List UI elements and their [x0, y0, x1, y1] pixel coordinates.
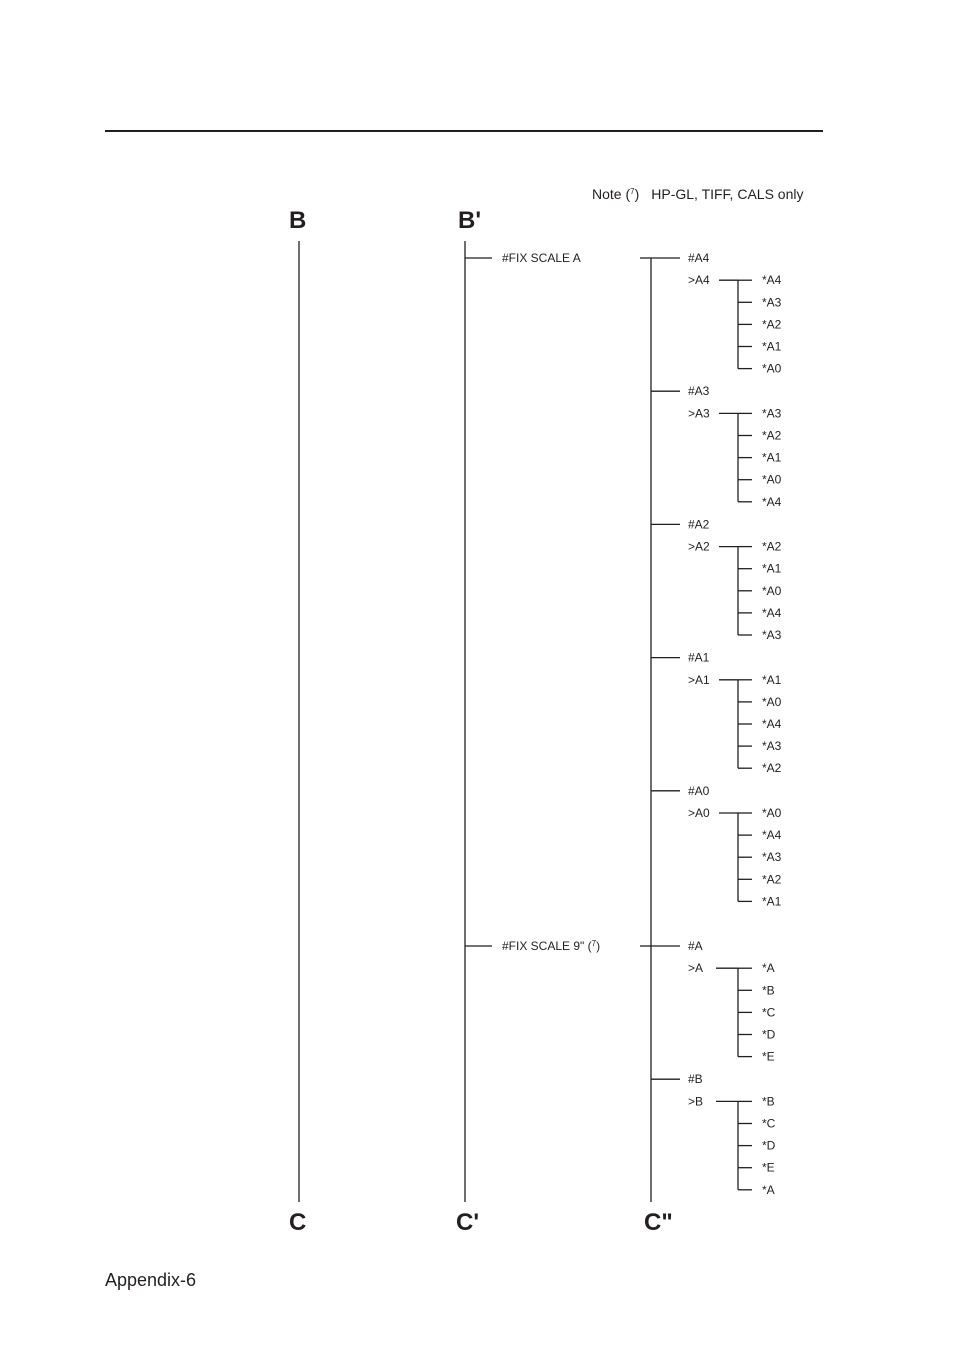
- option-item: *E: [762, 1161, 775, 1175]
- option-item: *A4: [762, 828, 782, 842]
- option-item: *A0: [762, 473, 782, 487]
- note-number: 7: [630, 187, 635, 196]
- note-suffix: ): [634, 186, 640, 202]
- option-item: *A: [762, 1183, 775, 1197]
- marker-c-prime: C': [456, 1209, 480, 1236]
- group-gt-label: >A1: [688, 673, 710, 687]
- branch-label: #FIX SCALE 9" (7): [502, 939, 600, 953]
- group-gt-label: >A4: [688, 273, 710, 287]
- option-item: *A1: [762, 673, 782, 687]
- group-hash-label: #A3: [688, 384, 710, 398]
- group-gt-label: >A: [688, 961, 703, 975]
- option-item: *A1: [762, 562, 782, 576]
- option-item: *A0: [762, 695, 782, 709]
- option-item: *A2: [762, 872, 782, 886]
- header-rule: [105, 130, 823, 132]
- group-hash-label: #A0: [688, 784, 710, 798]
- branch-note-ref: 7: [592, 939, 597, 948]
- option-item: *A0: [762, 362, 782, 376]
- option-item: *A0: [762, 806, 782, 820]
- option-item: *A: [762, 961, 775, 975]
- group-gt-label: >A2: [688, 540, 710, 554]
- note-text: HP-GL, TIFF, CALS only: [651, 186, 804, 202]
- option-item: *A3: [762, 850, 782, 864]
- option-item: *A4: [762, 273, 782, 287]
- option-item: *A0: [762, 584, 782, 598]
- group-hash-label: #A1: [688, 651, 710, 665]
- note-prefix: Note (: [592, 186, 631, 202]
- option-item: *A2: [762, 429, 782, 443]
- option-item: *A3: [762, 406, 782, 420]
- option-item: *A4: [762, 495, 782, 509]
- group-hash-label: #B: [688, 1072, 703, 1086]
- option-item: *E: [762, 1050, 775, 1064]
- group-hash-label: #A2: [688, 517, 710, 531]
- option-item: *C: [762, 1117, 776, 1131]
- option-item: *A2: [762, 317, 782, 331]
- group-gt-label: >B: [688, 1094, 703, 1108]
- option-item: *D: [762, 1028, 776, 1042]
- group-gt-label: >A0: [688, 806, 710, 820]
- marker-b-prime: B': [458, 207, 482, 234]
- option-item: *A2: [762, 761, 782, 775]
- option-item: *B: [762, 1094, 775, 1108]
- option-item: *A3: [762, 295, 782, 309]
- note: Note (7) HP-GL, TIFF, CALS only: [592, 186, 803, 202]
- marker-c: C: [289, 1209, 307, 1236]
- option-item: *A1: [762, 894, 782, 908]
- option-item: *A1: [762, 451, 782, 465]
- option-item: *A4: [762, 606, 782, 620]
- option-item: *A3: [762, 628, 782, 642]
- option-item: *A2: [762, 540, 782, 554]
- group-hash-label: #A: [688, 939, 703, 953]
- group-hash-label: #A4: [688, 251, 710, 265]
- option-item: *A1: [762, 340, 782, 354]
- marker-c-double-prime: C": [644, 1209, 673, 1236]
- branch-label: #FIX SCALE A: [502, 251, 581, 265]
- group-gt-label: >A3: [688, 406, 710, 420]
- option-item: *A3: [762, 739, 782, 753]
- option-item: *D: [762, 1139, 776, 1153]
- option-item: *C: [762, 1005, 776, 1019]
- option-item: *B: [762, 983, 775, 997]
- marker-b: B: [289, 207, 307, 234]
- option-item: *A4: [762, 717, 782, 731]
- page-label: Appendix-6: [105, 1270, 197, 1290]
